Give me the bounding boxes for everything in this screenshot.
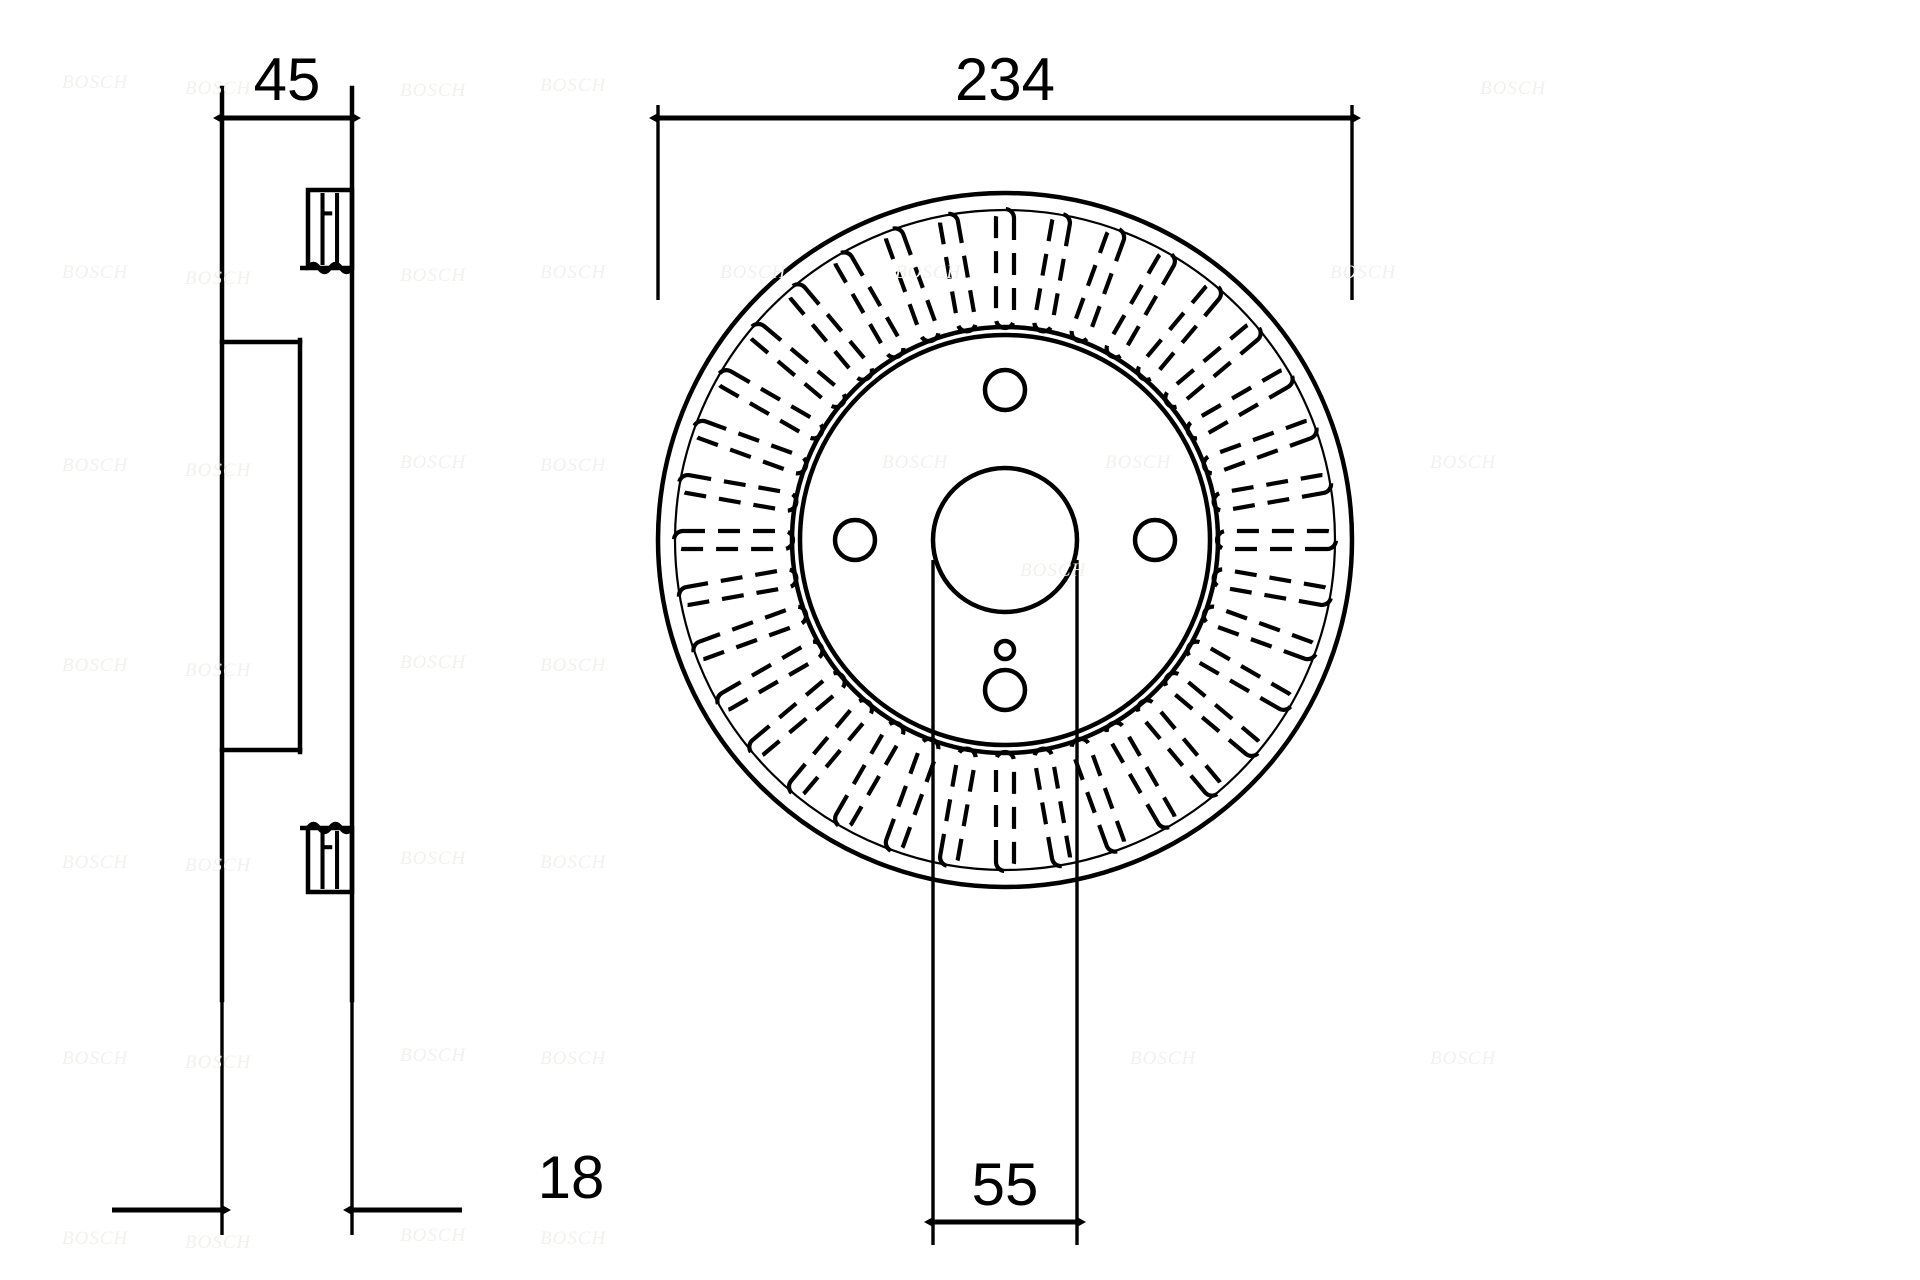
ventilation-slot [938,746,978,869]
ventilation-slot [1185,368,1295,441]
ventilation-slot [993,749,1017,874]
ventilation-slot [1135,282,1224,382]
ventilation-slot [676,473,799,513]
center-bore-circle [930,465,1080,615]
ventilation-slot [1211,473,1334,513]
ventilation-slot-group [671,206,1339,874]
bolt-hole [1132,517,1178,563]
ventilation-slot [1069,736,1127,854]
watermark-text: BOSCH [62,1228,129,1249]
ventilation-slot [1032,211,1072,334]
watermark-text: BOSCH [1130,1048,1197,1069]
bolt-hole [982,667,1028,713]
watermark-text: BOSCH [62,262,129,283]
watermark-text: BOSCH [185,460,252,481]
ventilation-slot [1185,639,1295,712]
watermark-text: BOSCH [1480,78,1547,99]
side-section-view [219,85,355,1003]
ventilation-slot [671,528,796,552]
ventilation-slot [715,368,825,441]
watermark-text: BOSCH [720,262,787,283]
watermark-text: BOSCH [185,268,252,289]
ventilation-slot [1214,528,1339,552]
watermark-text: BOSCH [540,655,607,676]
ventilation-slot [993,206,1017,331]
watermark-text: BOSCH [1105,452,1172,473]
watermark-text: BOSCH [540,1228,607,1249]
ventilation-slot [786,698,875,798]
ventilation-slot [1104,720,1177,830]
side-break-line-bottom [306,821,354,835]
disc-outer-circle [655,190,1355,890]
ventilation-slot [883,226,941,344]
watermark-text: BOSCH [1430,452,1497,473]
ventilation-slot [1163,670,1263,759]
ventilation-slot [1104,250,1177,360]
watermark-text: BOSCH [540,262,607,283]
front-face-view [655,190,1355,890]
side-hub-block-bottom-outline [305,825,355,895]
vent-band-outer-circle [673,208,1337,872]
ventilation-slot [833,250,906,360]
ventilation-slot [1201,604,1319,662]
watermark-text: BOSCH [400,452,467,473]
ventilation-slot [1163,321,1263,410]
dim-label-disc-thickness: 18 [538,1144,605,1211]
watermark-text: BOSCH [882,452,949,473]
watermark-text: BOSCH [400,265,467,286]
watermark-text: BOSCH [185,78,252,99]
watermark-text: BOSCH [62,455,129,476]
ventilation-slot [676,567,799,607]
watermark-text: BOSCH [1020,560,1087,581]
side-hub-block-bottom [305,825,355,895]
watermark-text: BOSCH [185,660,252,681]
ventilation-slot [833,720,906,830]
watermark-text: BOSCH [540,75,607,96]
small-locating-hole [993,638,1017,662]
dimension-annotations: 234 45 18 55 [112,46,1361,1245]
ventilation-slot [691,418,809,476]
watermark-text: BOSCH [540,852,607,873]
dim-label-outer-diameter: 234 [955,46,1055,113]
watermark-text: BOSCH [62,1048,129,1069]
ventilation-slot [1135,698,1224,798]
bolt-hole [982,367,1028,413]
watermark-text: BOSCH [400,1225,467,1246]
watermark-text: BOSCH [540,455,607,476]
watermark-text: BOSCH [540,1048,607,1069]
ventilation-slot [1032,746,1072,869]
ventilation-slot [883,736,941,854]
watermark-text: BOSCH [400,652,467,673]
watermark-text: BOSCH [62,852,129,873]
watermark-text: BOSCH [1330,262,1397,283]
watermark-text: BOSCH [400,848,467,869]
watermark-text: BOSCH [62,655,129,676]
dim-label-center-bore: 55 [972,1151,1039,1218]
bolt-hole [832,517,878,563]
watermark-text: BOSCH [400,80,467,101]
watermark-text: BOSCH [400,1045,467,1066]
ventilation-slot [747,321,847,410]
vent-band-inner-circle [789,324,1221,756]
watermark-text: BOSCH [185,1052,252,1073]
side-hub-block-top [305,187,355,271]
side-break-line-top [306,261,354,275]
ventilation-slot [747,670,847,759]
ventilation-slot [786,282,875,382]
ventilation-slot [1211,567,1334,607]
watermark-text: BOSCH [895,262,962,283]
ventilation-slot [1069,226,1127,344]
ventilation-slot [691,604,809,662]
watermark-text: BOSCH [185,1232,252,1253]
dim-label-overall-width: 45 [254,46,321,113]
ventilation-slot [715,639,825,712]
ventilation-slot [1201,418,1319,476]
watermark-text: BOSCH [1430,1048,1497,1069]
side-hub-block-top-outline [305,187,355,271]
watermark-text: BOSCH [62,72,129,93]
watermark-text: BOSCH [185,855,252,876]
hat-outer-circle [797,332,1213,748]
